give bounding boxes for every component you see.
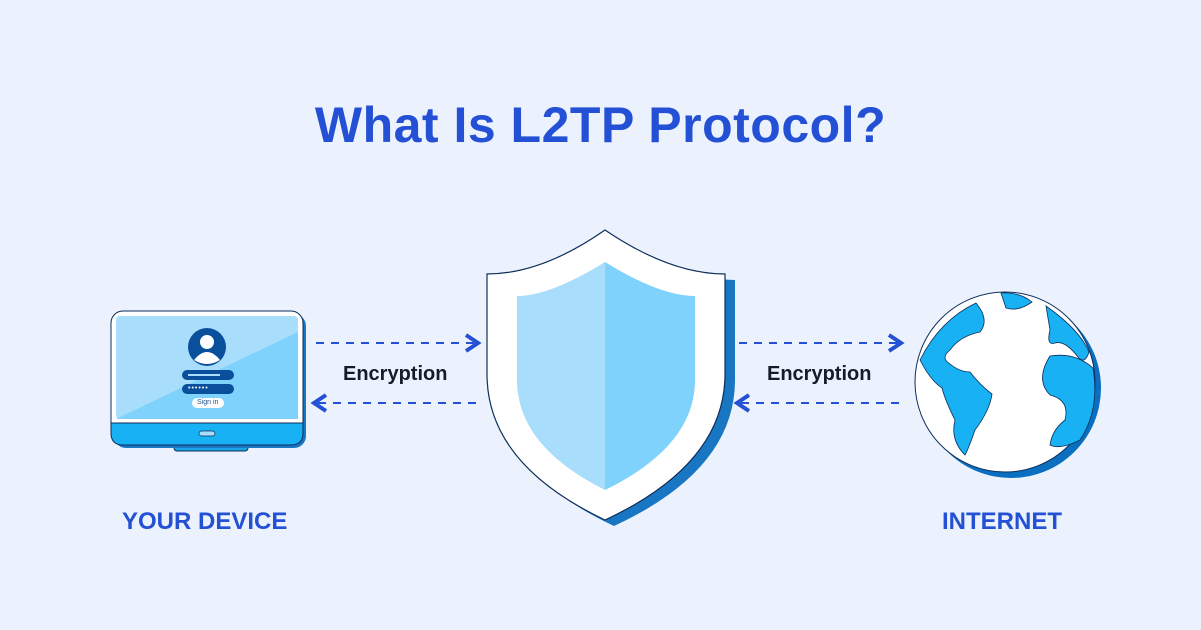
arrows-left (310, 333, 482, 413)
internet-label: INTERNET (942, 508, 1062, 535)
encryption-label-left: Encryption (343, 363, 448, 385)
encryption-label-right: Encryption (767, 363, 872, 385)
globe-icon (914, 291, 1101, 478)
computer-icon (110, 310, 306, 452)
shield-icon (486, 229, 735, 526)
device-label: YOUR DEVICE (122, 508, 288, 535)
password-mask: •••••• (188, 385, 209, 392)
page-title: What Is L2TP Protocol? (314, 97, 887, 153)
sign-in-button: Sign in (197, 399, 219, 406)
arrows-right (733, 333, 905, 413)
